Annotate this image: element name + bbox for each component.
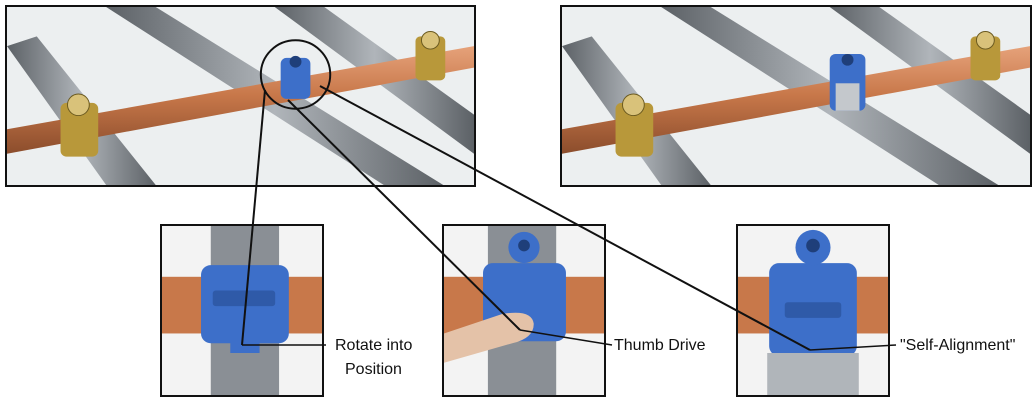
label-rotate-line1: Rotate into — [335, 337, 413, 354]
overview-photo-after — [560, 5, 1032, 187]
detail-rotate — [160, 224, 324, 397]
label-thumb-drive: Thumb Drive — [614, 337, 706, 354]
detail-thumb — [442, 224, 606, 397]
brass-clamp-right — [415, 30, 446, 81]
detail-self-alignment — [736, 224, 890, 397]
label-rotate-line2: Position — [345, 361, 402, 378]
blue-clamp-installed — [829, 53, 866, 111]
brass-clamp-left — [615, 93, 654, 157]
overview-photo-before — [5, 5, 476, 187]
blue-clamp — [280, 55, 311, 99]
brass-clamp-right — [970, 30, 1001, 81]
label-self-alignment: "Self-Alignment" — [900, 337, 1016, 354]
brass-clamp-left — [60, 93, 99, 157]
